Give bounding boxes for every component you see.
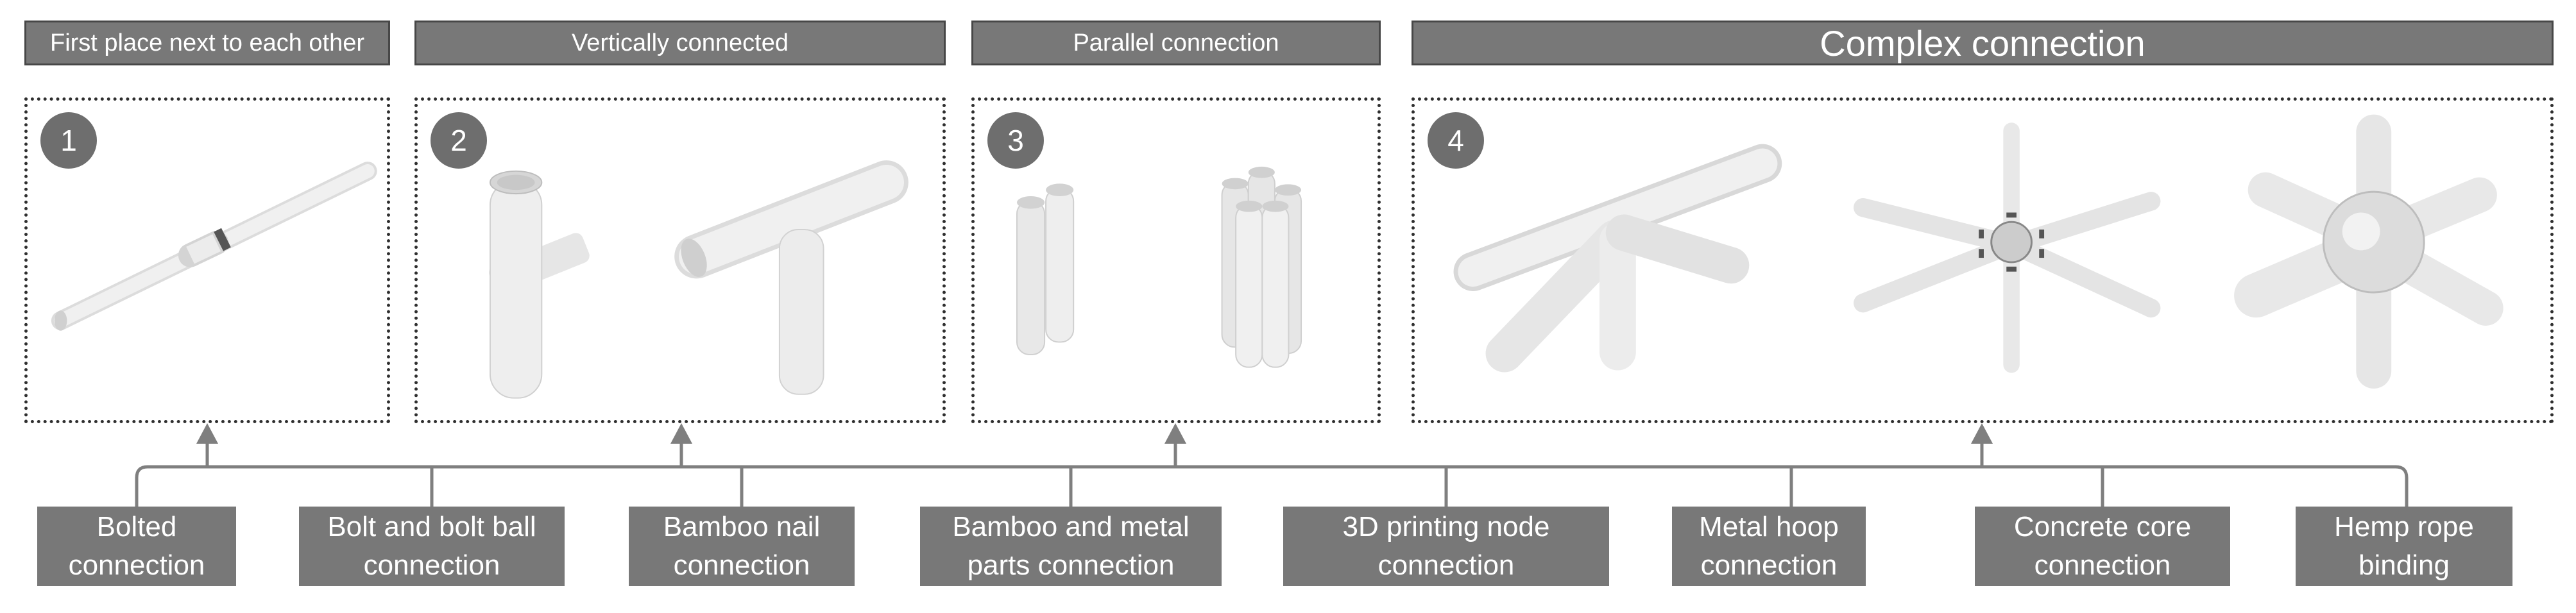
header-parallel-connection: Parallel connection [971, 21, 1381, 65]
method-bamboo-nail: Bamboo nail connection [629, 507, 855, 586]
panel-number-badge: 3 [987, 112, 1044, 169]
panel-number-badge: 2 [431, 112, 487, 169]
method-bolted: Bolted connection [37, 507, 236, 586]
vertical-joint-illustration [489, 160, 908, 399]
method-bamboo-metal: Bamboo and metal parts connection [920, 507, 1222, 586]
complex-joint-illustration [1453, 114, 2503, 389]
parallel-joint-illustration [1016, 166, 1302, 368]
method-concrete-core: Concrete core connection [1975, 507, 2230, 586]
panel-side-by-side: 1 [24, 97, 390, 423]
panel-number-badge: 4 [1428, 112, 1484, 169]
method-hemp-rope: Hemp rope binding [2296, 507, 2512, 586]
panel-vertical: 2 [414, 97, 946, 423]
panel-parallel: 3 [971, 97, 1381, 423]
bolted-joint-illustration [51, 162, 377, 331]
header-complex-connection: Complex connection [1412, 21, 2554, 65]
header-vertically-connected: Vertically connected [414, 21, 946, 65]
panel-complex: 4 [1412, 97, 2554, 423]
panel-number-badge: 1 [40, 112, 97, 169]
method-bolt-ball: Bolt and bolt ball connection [299, 507, 565, 586]
method-metal-hoop: Metal hoop connection [1672, 507, 1866, 586]
method-3d-printing: 3D printing node connection [1283, 507, 1609, 586]
header-first-place: First place next to each other [24, 21, 390, 65]
